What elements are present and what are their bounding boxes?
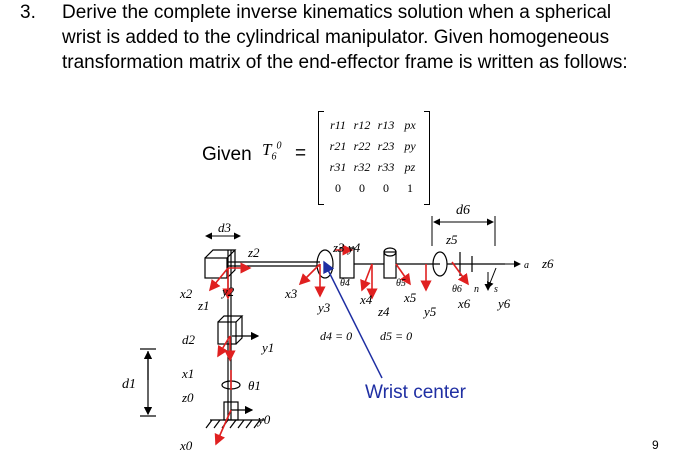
label-x0: x0 [179, 438, 193, 453]
given-label: Given [202, 144, 252, 165]
label-y1: y1 [260, 340, 274, 355]
transform-superscript: 0 [276, 140, 282, 152]
label-y4: y4 [346, 240, 361, 255]
label-z1: z1 [197, 298, 210, 313]
label-z2: z2 [247, 245, 260, 260]
label-x2: x2 [179, 286, 193, 301]
label-d5-eq: d5 = 0 [380, 329, 412, 343]
label-s: s [494, 284, 498, 295]
page-number: 9 [652, 438, 659, 452]
matrix-left-bracket [318, 111, 324, 205]
problem-line: transformation matrix of the end-effecto… [62, 52, 628, 73]
matrix-right-bracket [424, 111, 430, 205]
label-d3: d3 [218, 220, 232, 235]
label-d4-eq: d4 = 0 [320, 329, 352, 343]
label-theta1: θ1 [248, 378, 261, 393]
label-theta6: θ6 [452, 284, 462, 295]
label-y5: y5 [422, 304, 437, 319]
matrix-cell: r33 [377, 160, 395, 174]
problem-number: 3. [20, 2, 36, 23]
spherical-wrist [316, 247, 505, 279]
transform-matrix: r11 r12 r13 px r21 r22 r23 py r31 r32 r3… [318, 111, 430, 205]
matrix-cell: r22 [353, 139, 371, 153]
wrist-center-pointer [323, 260, 383, 379]
problem-line: Derive the complete inverse kinematics s… [62, 2, 612, 23]
matrix-cell: r32 [353, 160, 371, 174]
problem-text: Derive the complete inverse kinematics s… [62, 0, 700, 75]
label-z6: z6 [541, 256, 554, 271]
label-y0: y0 [256, 412, 271, 427]
matrix-cell: r11 [330, 118, 346, 132]
label-y2: y2 [220, 284, 235, 299]
matrix-cell: pz [404, 160, 416, 174]
matrix-cell: r23 [377, 139, 395, 153]
matrix-cell: 1 [407, 181, 413, 195]
transform-symbol: T60 [262, 140, 281, 162]
problem-line: wrist is added to the cylindrical manipu… [62, 27, 610, 48]
label-z3: z3 [332, 240, 345, 255]
equals-sign: = [295, 143, 307, 164]
label-d2: d2 [182, 332, 196, 347]
frame-axes [208, 244, 521, 446]
matrix-cell: 0 [359, 181, 365, 195]
transform-letter: T [262, 140, 272, 159]
label-d1: d1 [122, 377, 136, 392]
label-x5: x5 [403, 290, 417, 305]
matrix-cell: 0 [383, 181, 389, 195]
wrist-center-label: Wrist center [365, 382, 467, 403]
matrix-cell: r13 [377, 118, 395, 132]
d6-dimension [431, 216, 496, 246]
label-theta5: θ5 [396, 278, 406, 289]
matrix-cell: py [404, 139, 416, 153]
diagram-labels: d3 z2 x2 y2 z1 d2 y1 x1 θ1 z0 y0 x0 d1 x… [122, 203, 554, 453]
label-y6: y6 [496, 296, 511, 311]
d1-dimension [140, 348, 156, 417]
matrix-cell: r31 [329, 160, 347, 174]
prismatic-joint-2 [217, 315, 244, 345]
label-x3: x3 [284, 286, 298, 301]
label-y3: y3 [316, 300, 331, 315]
label-a: a [524, 260, 529, 271]
matrix-cell: 0 [335, 181, 341, 195]
label-x4: x4 [359, 292, 373, 307]
matrix-cell: r12 [353, 118, 371, 132]
label-x6: x6 [457, 296, 471, 311]
label-z4: z4 [377, 304, 390, 319]
transform-subscript: 6 [271, 151, 277, 163]
label-n: n [474, 284, 479, 295]
label-d6: d6 [456, 203, 470, 218]
matrix-cell: r21 [329, 139, 347, 153]
matrix-grid: r11 r12 r13 px r21 r22 r23 py r31 r32 r3… [326, 115, 424, 199]
label-z5: z5 [445, 232, 458, 247]
matrix-cell: px [404, 118, 416, 132]
label-x1: x1 [181, 366, 194, 381]
label-theta4: θ4 [340, 278, 350, 289]
label-z0: z0 [181, 390, 194, 405]
